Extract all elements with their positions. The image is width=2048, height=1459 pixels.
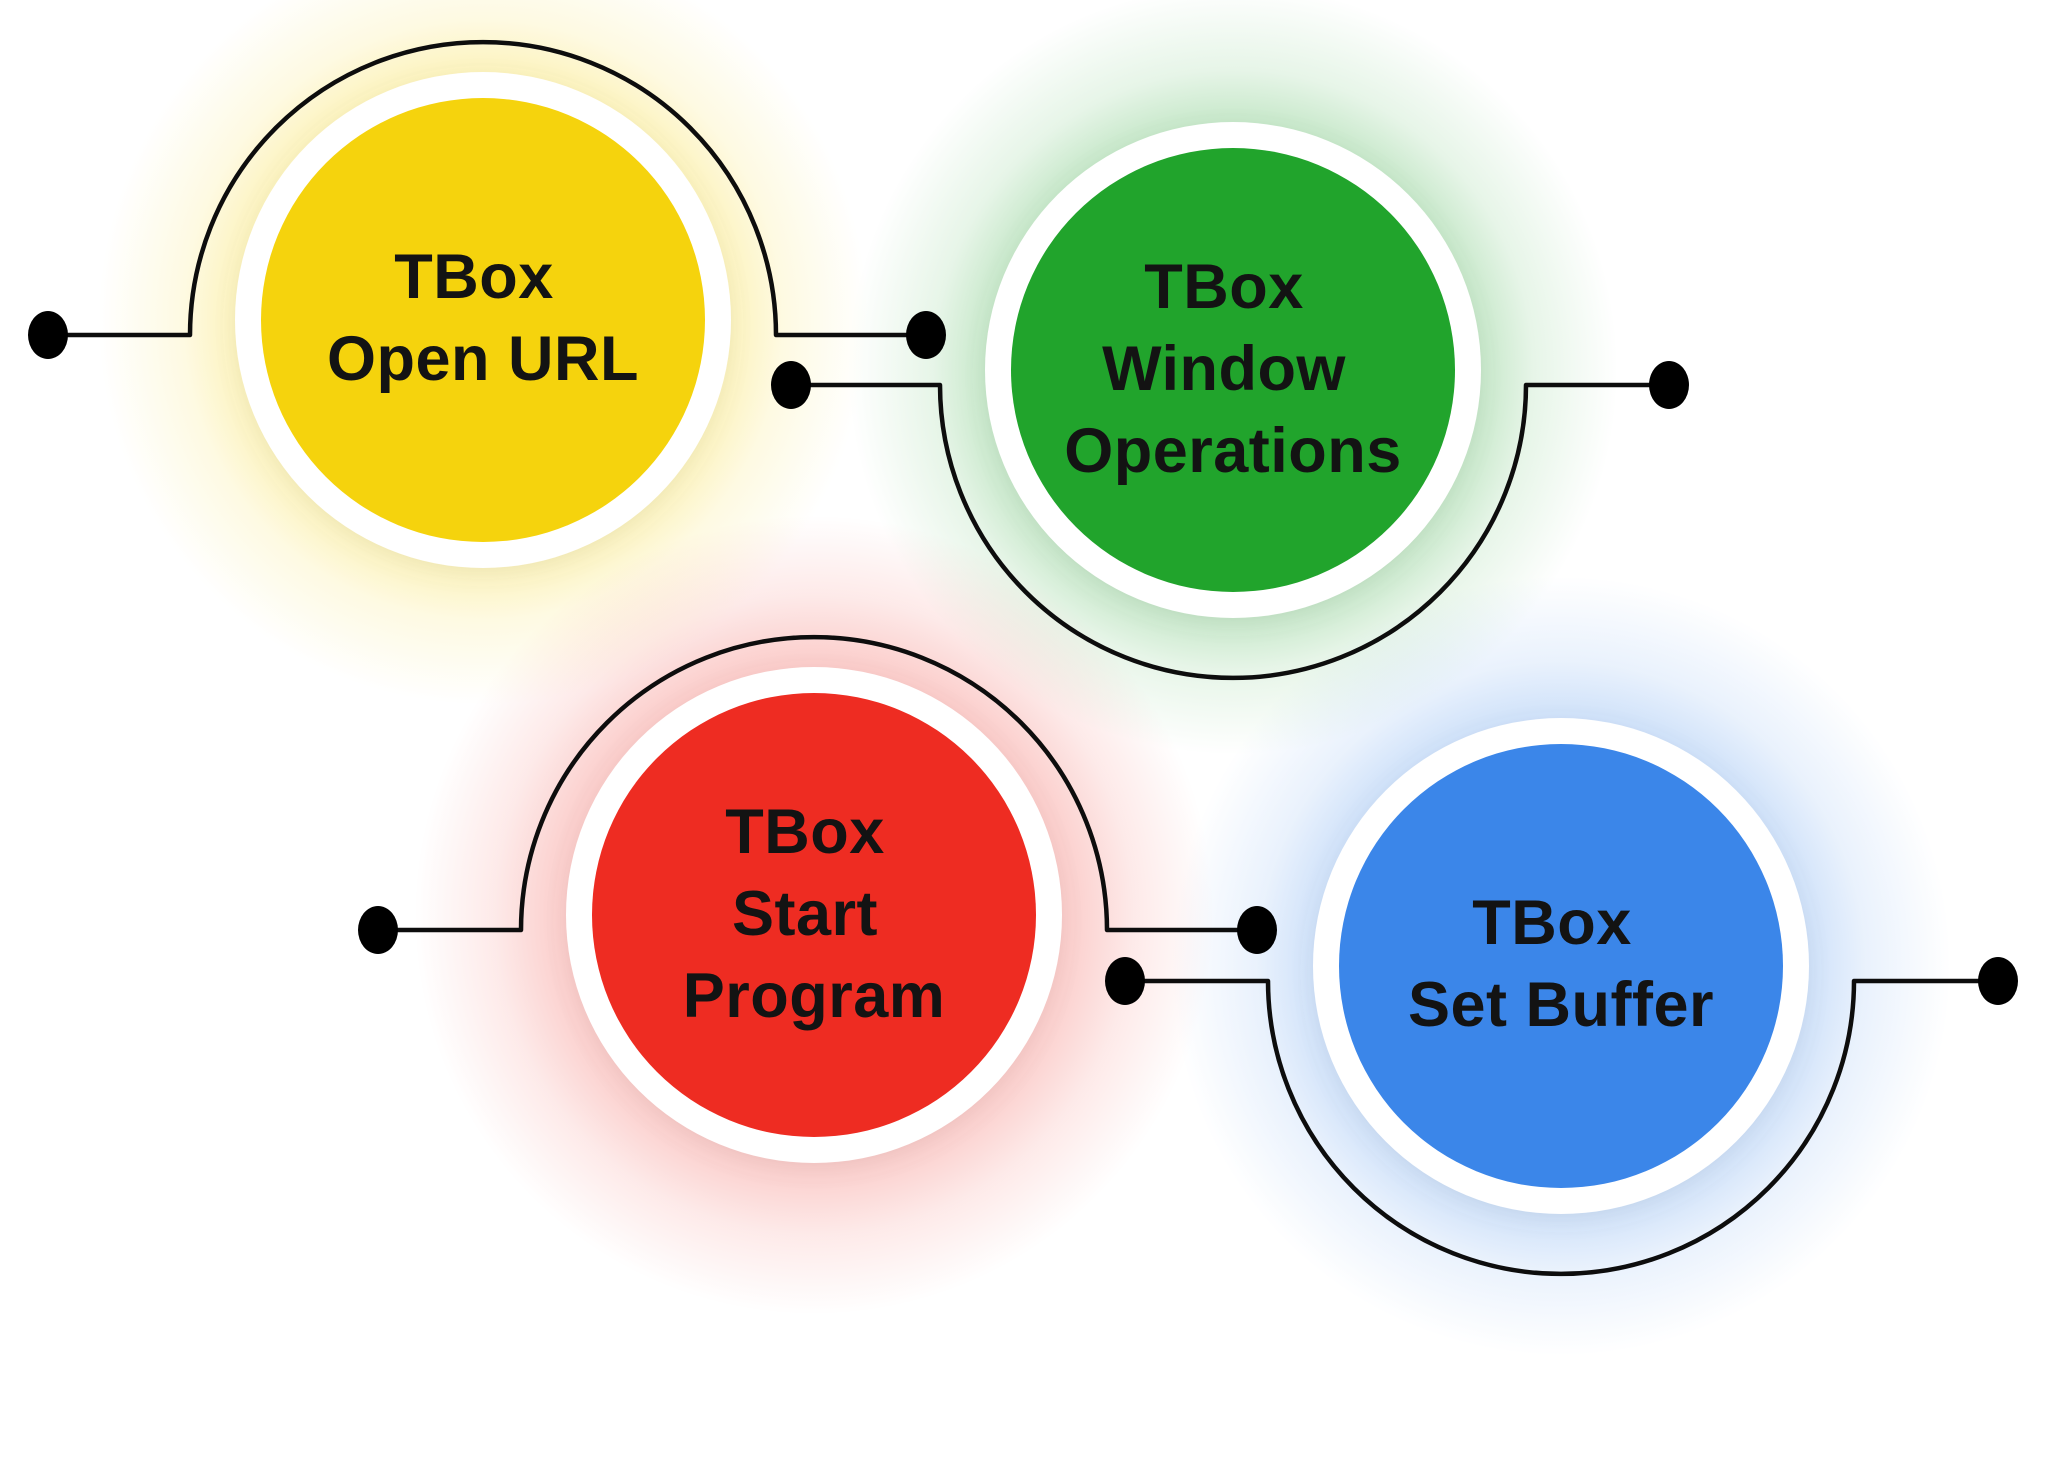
- connector-arc: [48, 39, 926, 338]
- node-circle: [261, 98, 705, 542]
- connector-arc: [791, 382, 1669, 681]
- node-tbox-window-operations: TBox Window Operations: [771, 122, 1689, 681]
- node-label-line: TBox: [1472, 888, 1632, 958]
- connector-arc: [378, 634, 1257, 933]
- connector-arc: [1125, 978, 1998, 1277]
- connector-dot-right: [1978, 957, 2018, 1005]
- connector-dot-left: [771, 361, 811, 409]
- node-label-line: Set Buffer: [1408, 970, 1714, 1040]
- connector-dot-right: [906, 311, 946, 359]
- node-label-line: Open URL: [327, 324, 639, 394]
- connector-dot-right: [1649, 361, 1689, 409]
- node-label: TBox Start Program: [683, 797, 946, 1031]
- connector-dot-left: [358, 906, 398, 954]
- node-label-line: Operations: [1064, 416, 1402, 486]
- node-label-line: TBox: [394, 242, 554, 312]
- connector-dot-left: [28, 311, 68, 359]
- node-label: TBox Set Buffer: [1408, 888, 1714, 1040]
- node-label-line: Start: [732, 879, 878, 949]
- node-label-line: TBox: [725, 797, 885, 867]
- node-circle: [1011, 148, 1455, 592]
- node-tbox-start-program: TBox Start Program: [358, 634, 1277, 1163]
- node-tbox-open-url: TBox Open URL: [28, 39, 946, 568]
- node-label-line: Program: [683, 961, 946, 1031]
- connector-dot-left: [1105, 957, 1145, 1005]
- node-label-line: Window: [1102, 334, 1346, 404]
- node-label: TBox Open URL: [327, 242, 639, 394]
- node-label-line: TBox: [1144, 252, 1304, 322]
- node-label: TBox Window Operations: [1064, 252, 1402, 486]
- connector-dot-right: [1237, 906, 1277, 954]
- node-circle: [592, 693, 1036, 1137]
- node-tbox-set-buffer: TBox Set Buffer: [1105, 718, 2018, 1277]
- node-circle: [1339, 744, 1783, 1188]
